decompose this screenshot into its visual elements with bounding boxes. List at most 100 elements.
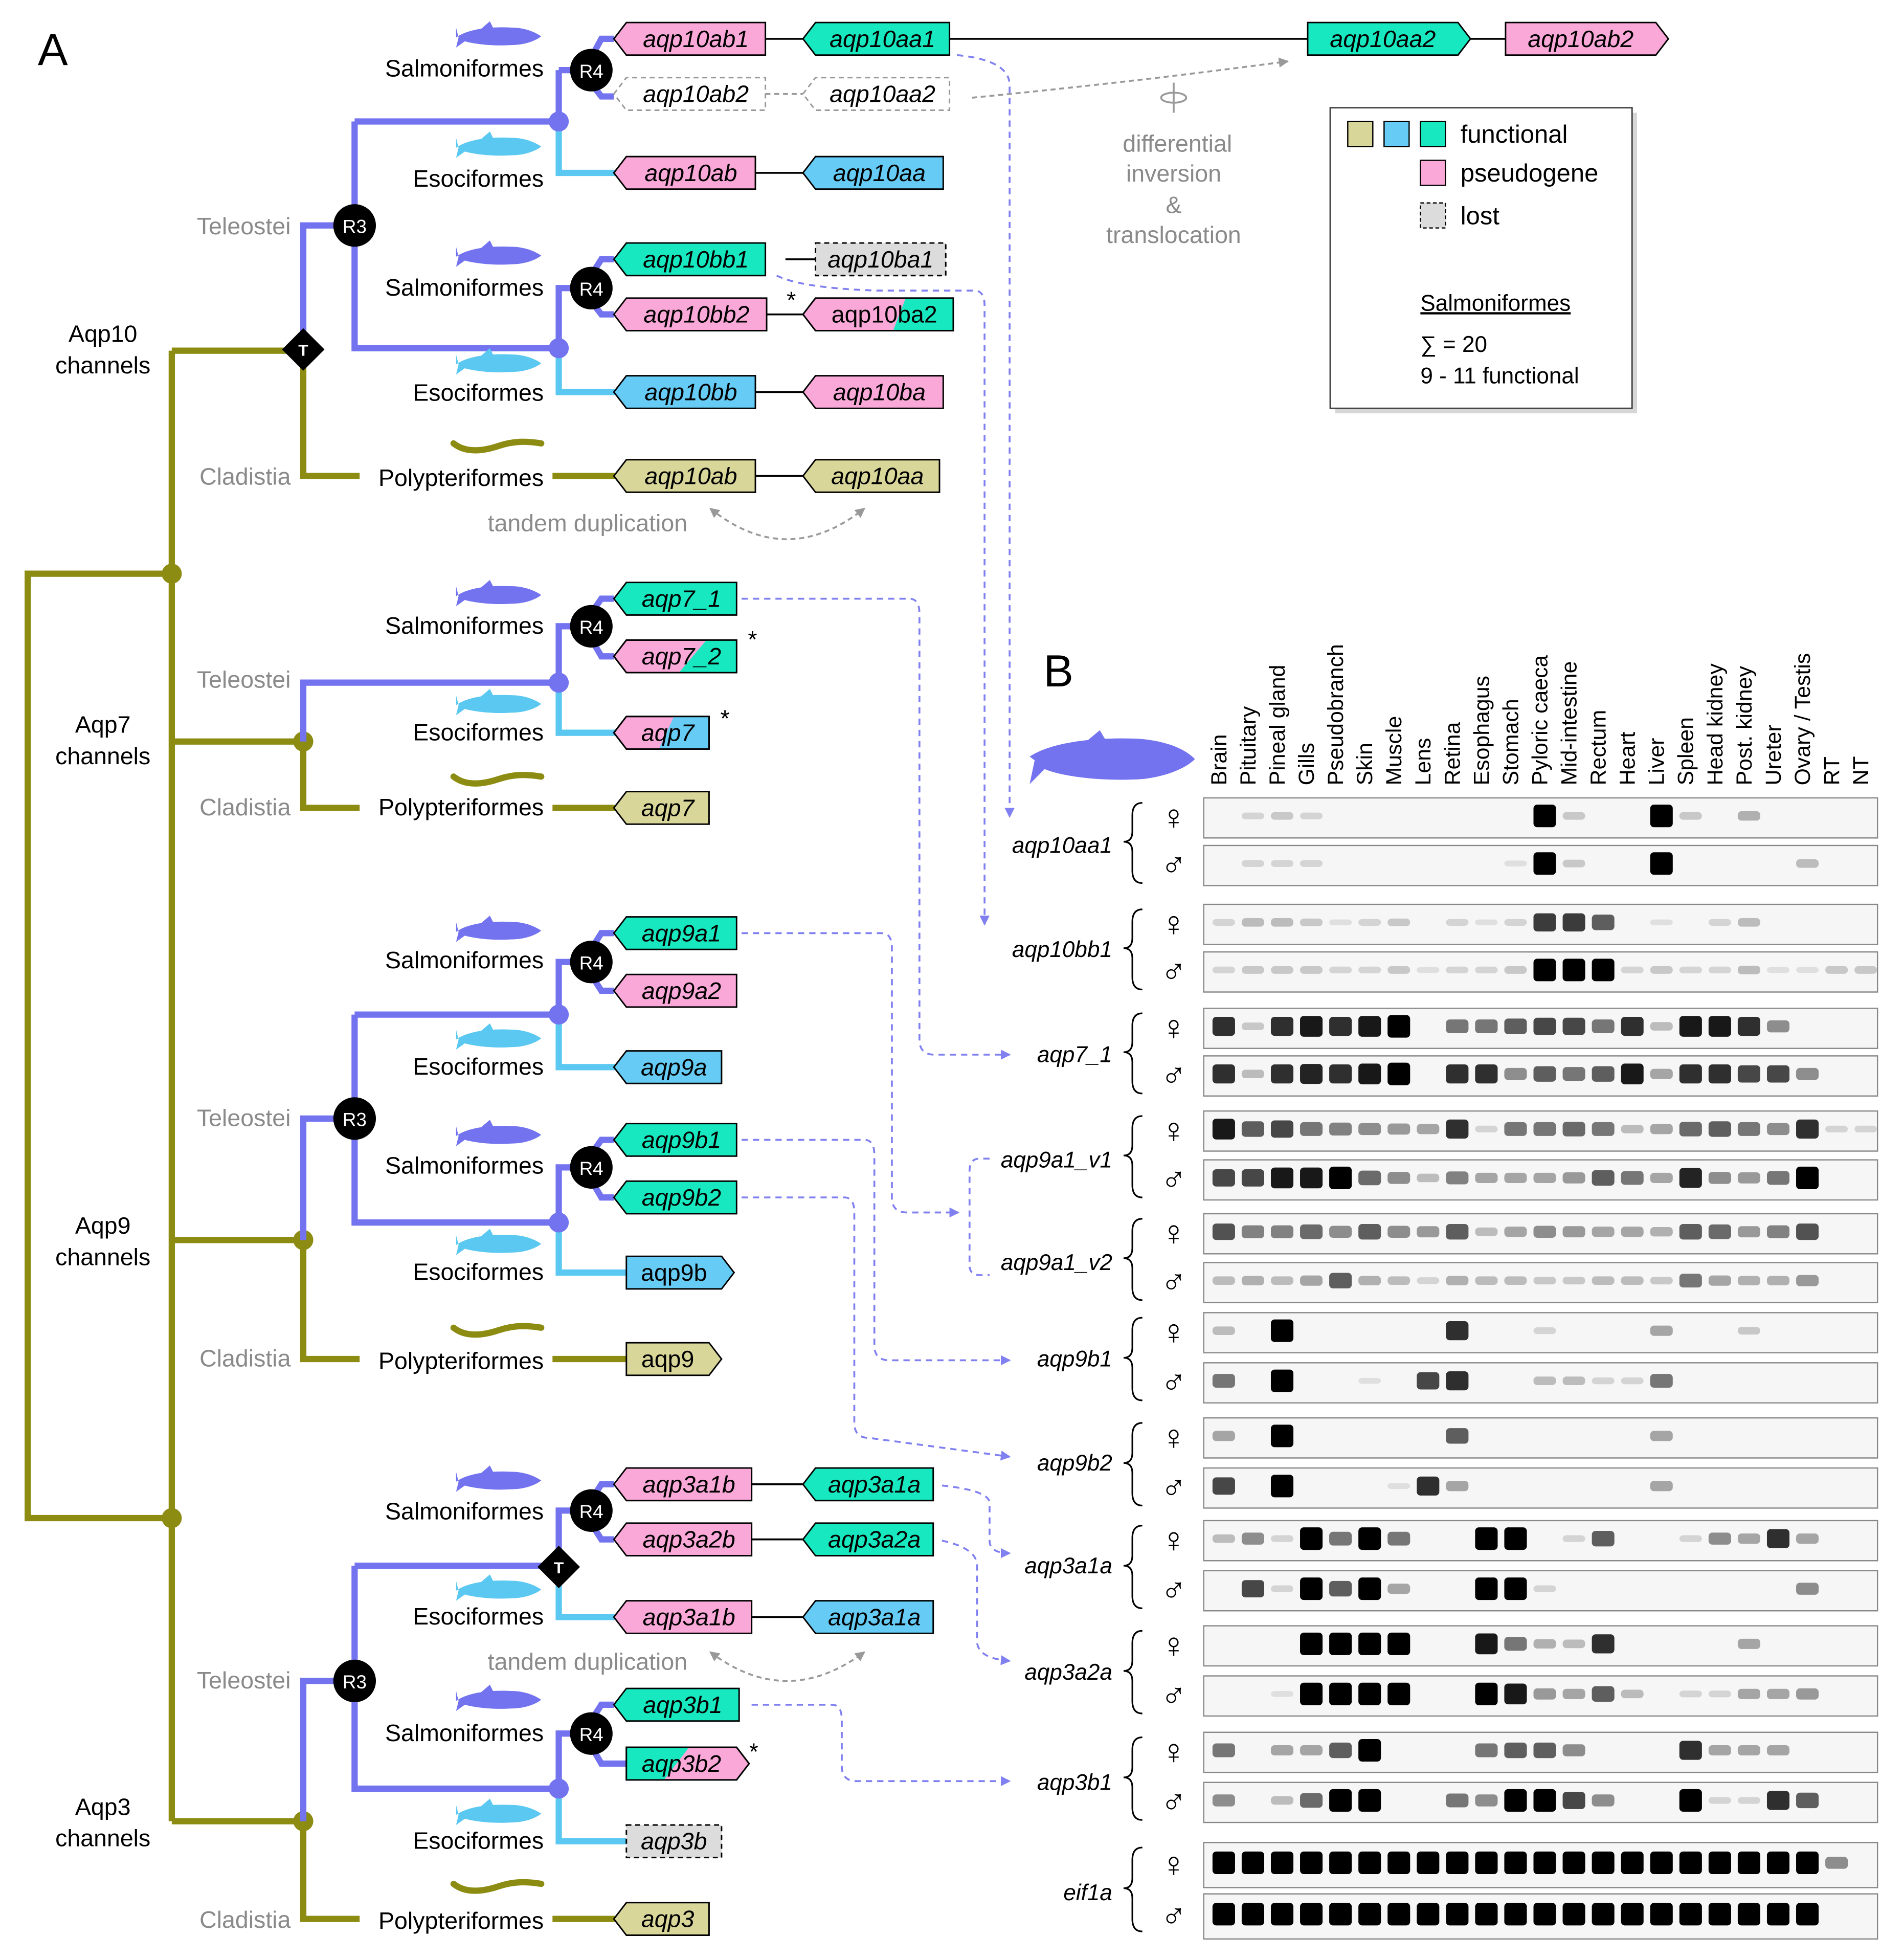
gel-band: [1504, 1577, 1527, 1600]
brace: [1123, 1218, 1143, 1301]
node-r4-label: R4: [579, 617, 603, 638]
gene-aqp7: aqp7: [613, 791, 710, 825]
gel-band: [1241, 1851, 1264, 1874]
salmon-icon: [456, 580, 542, 607]
legend-sum: ∑ = 20: [1420, 332, 1487, 357]
gel-band: [1533, 1688, 1556, 1700]
gel-band: [1650, 805, 1673, 828]
gel-band: [1475, 919, 1498, 926]
bichir-icon: [454, 775, 541, 784]
gene-aqp10bb: aqp10bb: [613, 375, 756, 409]
gel-band: [1504, 966, 1527, 974]
panel-a: A: [25, 21, 1670, 1936]
tissue-label: Pseudobranch: [1324, 644, 1348, 785]
legend-swatch-cyan: [1420, 121, 1446, 147]
gel-band: [1592, 1851, 1615, 1874]
gel-band: [1679, 1903, 1702, 1926]
gel-band: [1533, 1376, 1556, 1385]
gel-aqp10bb1-f: ♀: [1160, 903, 1878, 945]
female-symbol: ♀: [1160, 904, 1186, 943]
gel-band: [1679, 1016, 1702, 1037]
inversion-annotation: differential inversion & translocation: [972, 57, 1289, 248]
gel-aqp9b2-f: ♀: [1160, 1417, 1878, 1459]
gel-band: [1592, 1170, 1615, 1186]
gel-aqp9b1-f: ♀: [1160, 1312, 1878, 1353]
node-r4-label: R4: [579, 61, 603, 82]
salmoniformes-label: Salmoniformes: [385, 1152, 544, 1179]
gel-band: [1796, 1533, 1819, 1544]
tissue-label: Lens: [1411, 738, 1436, 786]
gel-band: [1650, 1481, 1673, 1491]
gel-band: [1796, 1119, 1819, 1139]
gene-label: aqp10aa1: [830, 26, 935, 52]
node-r4-label: R4: [579, 952, 603, 973]
gene-aqp3a1a: aqp3a1a: [802, 1467, 934, 1502]
male-symbol: ♂: [1160, 1056, 1186, 1095]
gel-band: [1679, 812, 1702, 820]
gel-band: [1212, 1169, 1235, 1187]
cladistia-label: Cladistia: [199, 463, 291, 490]
gel-band: [1621, 1063, 1644, 1084]
gel-band: [1475, 1064, 1498, 1084]
inversion-text: &: [1166, 191, 1181, 218]
gel-band: [1475, 1794, 1498, 1807]
asterisk: *: [748, 626, 757, 653]
tandem-arrow: [709, 1651, 866, 1682]
gel-band: [1475, 1851, 1498, 1874]
gel-band: [1708, 1016, 1731, 1037]
gel-band: [1679, 1789, 1702, 1812]
tissue-label: Ovary / Testis: [1790, 653, 1815, 786]
gel-band: [1358, 1851, 1381, 1874]
gel-band: [1766, 1791, 1790, 1810]
gel-band: [1300, 1122, 1323, 1136]
gene-label: aqp3: [641, 1906, 695, 1932]
esociformes-label: Esociformes: [413, 719, 544, 745]
gel-band: [1446, 919, 1469, 926]
gel-band: [1533, 1122, 1556, 1136]
gel-band: [1241, 812, 1264, 819]
gene-label: aqp10ba: [833, 379, 926, 405]
gene-label: aqp3b2: [642, 1750, 721, 1777]
gel-band: [1270, 1319, 1294, 1342]
gel-band: [1737, 1172, 1760, 1184]
gel-band: [1358, 1170, 1381, 1186]
salmoniformes-label: Salmoniformes: [385, 274, 544, 301]
gel-band: [1241, 860, 1264, 867]
gel-band: [1737, 1851, 1760, 1874]
gel-band: [1241, 1276, 1264, 1285]
gel-band: [1650, 919, 1673, 926]
gel-band: [1475, 966, 1498, 974]
gel-band: [1300, 1527, 1323, 1550]
gel-band: [1708, 1690, 1731, 1698]
gel-band: [1270, 1903, 1294, 1926]
gel-band: [1621, 966, 1644, 974]
gene-label: aqp10bb1: [643, 246, 749, 273]
gene-row-label: aqp10bb1: [1012, 937, 1112, 962]
gel-band: [1504, 1789, 1527, 1812]
gel-band: [1504, 1527, 1527, 1550]
gel-band: [1387, 1123, 1410, 1135]
gel-band: [1796, 1223, 1819, 1240]
gel-aqp3b1-f: ♀: [1160, 1731, 1878, 1773]
gel-band: [1562, 1172, 1585, 1184]
gel-band: [1650, 1903, 1673, 1926]
tree-teleost-nodes: [548, 111, 569, 1799]
gel-band: [1475, 1227, 1498, 1236]
gel-band: [1475, 1276, 1498, 1285]
pike-icon: [456, 1229, 542, 1255]
gene-aqp9a2: aqp9a2: [613, 973, 737, 1008]
gel-band: [1358, 1903, 1381, 1926]
cladistia-label: Cladistia: [199, 794, 291, 820]
gel-band: [1650, 1227, 1673, 1237]
gel-band: [1708, 1064, 1731, 1084]
gel-band: [1212, 1223, 1235, 1240]
gel-band: [1592, 1122, 1615, 1136]
gel-band: [1270, 1424, 1294, 1448]
legend-swatch-olive: [1347, 121, 1374, 147]
gel-band: [1504, 919, 1527, 926]
gel-band: [1533, 1226, 1556, 1238]
